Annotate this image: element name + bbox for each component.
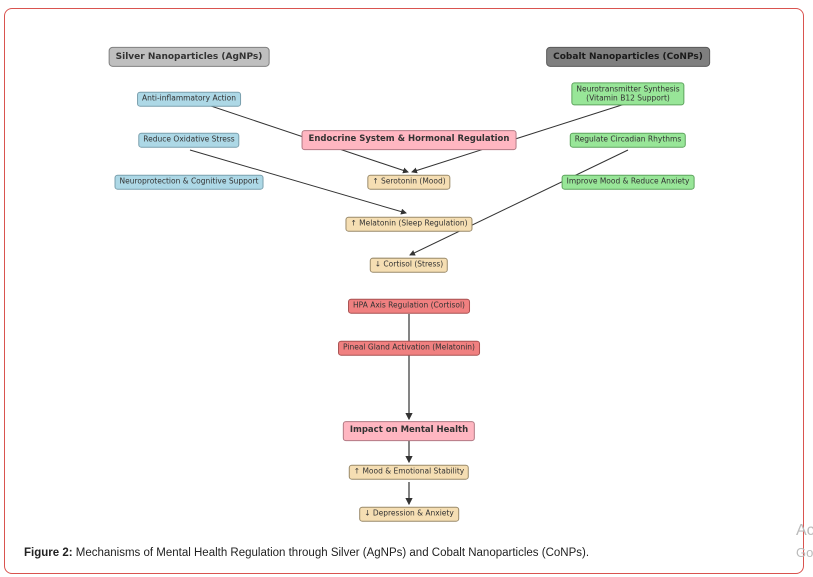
hpa-axis-node: HPA Axis Regulation (Cortisol) (348, 298, 470, 314)
edge-text-line-2: Go (796, 545, 813, 560)
reduce-oxidative-stress-node: Reduce Oxidative Stress (138, 132, 240, 148)
melatonin-node: ↑ Melatonin (Sleep Regulation) (345, 216, 473, 232)
figure-caption: Figure 2: Mechanisms of Mental Health Re… (24, 547, 589, 559)
serotonin-node: ↑ Serotonin (Mood) (367, 174, 451, 190)
circadian-rhythms-node: Regulate Circadian Rhythms (569, 132, 687, 148)
neurotransmitter-synthesis-node: Neurotransmitter Synthesis (Vitamin B12 … (571, 82, 685, 106)
edge-text-line-1: Ac (796, 522, 813, 539)
caption-label: Figure 2: (24, 547, 73, 559)
improve-mood-node: Improve Mood & Reduce Anxiety (561, 174, 695, 190)
mood-stability-node: ↑ Mood & Emotional Stability (348, 464, 470, 480)
impact-mental-health-node: Impact on Mental Health (342, 421, 476, 441)
arrow-oxidative-to-melatonin (189, 149, 407, 215)
arrow-anti-inflammatory-to-serotonin (189, 98, 409, 174)
neurotransmitter-line-1: Neurotransmitter Synthesis (576, 84, 680, 94)
arrow-neurotransmitter-to-serotonin (411, 102, 629, 174)
figure-frame (4, 8, 804, 574)
anti-inflammatory-node: Anti-inflammatory Action (137, 91, 241, 107)
silver-nanoparticles-header: Silver Nanoparticles (AgNPs) (108, 46, 270, 68)
pineal-gland-node: Pineal Gland Activation (Melatonin) (338, 340, 480, 356)
cortisol-node: ↓ Cortisol (Stress) (369, 257, 449, 273)
depression-anxiety-node: ↓ Depression & Anxiety (359, 506, 459, 522)
endocrine-system-node: Endocrine System & Hormonal Regulation (301, 130, 517, 150)
cobalt-nanoparticles-header: Cobalt Nanoparticles (CoNPs) (546, 46, 710, 68)
neuroprotection-node: Neuroprotection & Cognitive Support (114, 174, 264, 190)
caption-text: Mechanisms of Mental Health Regulation t… (72, 547, 590, 559)
neurotransmitter-line-2: (Vitamin B12 Support) (586, 93, 670, 102)
arrow-circadian-to-cortisol (409, 149, 629, 256)
